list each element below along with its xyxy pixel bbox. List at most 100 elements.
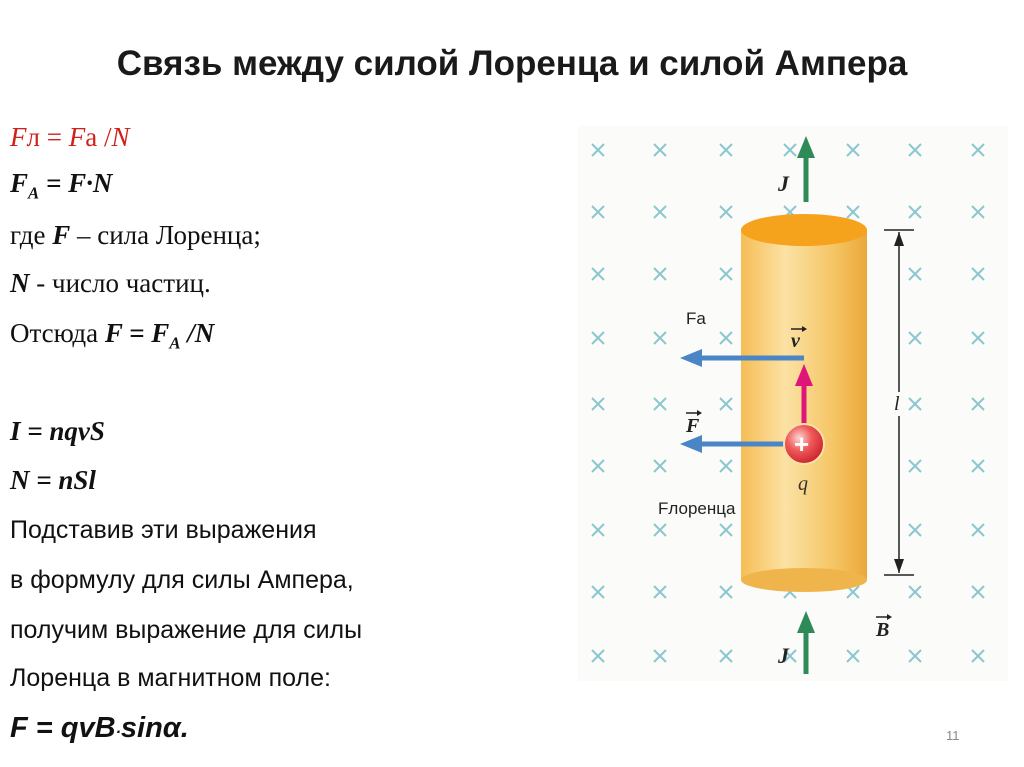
definition-N: N - число частиц. xyxy=(10,268,211,299)
field-cross-icon xyxy=(591,397,605,411)
field-cross-icon xyxy=(719,205,733,219)
formula-ampere-force: FA = F·N xyxy=(10,168,112,203)
current-arrow-bottom xyxy=(797,611,815,674)
final-formula-dot: · xyxy=(115,724,121,741)
label-J-bottom: J xyxy=(777,643,790,668)
field-cross-icon xyxy=(908,585,922,599)
formula-subscript: a xyxy=(85,122,98,152)
field-cross-icon xyxy=(719,267,733,281)
field-cross-icon xyxy=(591,585,605,599)
formula-rest: /N xyxy=(180,318,215,348)
label-Fa: Fa xyxy=(686,309,706,328)
field-cross-icon xyxy=(971,523,985,537)
vector-tip-B xyxy=(887,614,892,620)
label-F: F xyxy=(685,415,700,437)
definition-F: где F – сила Лоренца; xyxy=(10,220,261,251)
lorentz-force-arrow xyxy=(680,435,790,453)
formula-rest: = F·N xyxy=(39,168,113,198)
final-formula-sin: sinα. xyxy=(120,712,189,744)
field-cross-icon xyxy=(719,523,733,537)
formula-symbol: F xyxy=(68,122,86,152)
field-cross-icon xyxy=(591,459,605,473)
field-cross-icon xyxy=(653,205,667,219)
current-arrow-top xyxy=(797,136,815,202)
field-cross-icon xyxy=(908,267,922,281)
formula-symbol: N xyxy=(111,122,130,152)
final-formula-main: F = qvB xyxy=(10,712,116,744)
formula-subscript: A xyxy=(169,333,181,353)
field-cross-icon xyxy=(653,331,667,345)
text-fragment: Отсюда xyxy=(10,318,105,348)
field-cross-icon xyxy=(719,585,733,599)
field-cross-icon xyxy=(846,143,860,157)
velocity-arrow xyxy=(795,364,813,426)
formula-operator: / xyxy=(97,122,112,152)
field-cross-icon xyxy=(653,143,667,157)
positive-charge xyxy=(783,423,825,465)
page-title: Связь между силой Лоренца и силой Ампера xyxy=(116,44,908,83)
field-cross-icon xyxy=(908,459,922,473)
vector-tip-v xyxy=(802,326,807,332)
field-cross-icon xyxy=(908,143,922,157)
field-cross-icon xyxy=(653,585,667,599)
field-cross-icon xyxy=(971,143,985,157)
field-cross-icon xyxy=(591,267,605,281)
text-fragment: где xyxy=(10,220,53,250)
text-fragment: - число частиц. xyxy=(29,268,211,298)
field-cross-icon xyxy=(719,331,733,345)
formula-symbol: F xyxy=(10,168,29,198)
field-cross-icon xyxy=(719,649,733,663)
field-cross-icon xyxy=(908,331,922,345)
formula-subscript: л xyxy=(26,122,40,152)
text-fragment: – сила Лоренца; xyxy=(70,220,261,250)
field-cross-icon xyxy=(971,459,985,473)
final-formula: F = qvB·sinα. xyxy=(10,712,189,745)
cylinder-top xyxy=(741,214,867,246)
field-cross-icon xyxy=(846,205,860,219)
field-cross-icon xyxy=(971,585,985,599)
ampere-force-arrow xyxy=(680,349,804,367)
formula-lorentz-result: Отсюда F = FA /N xyxy=(10,318,214,353)
field-cross-icon xyxy=(719,143,733,157)
text-line-3: получим выражение для силы xyxy=(10,616,363,644)
field-cross-icon xyxy=(653,459,667,473)
label-Florentz: Fлоренца xyxy=(658,499,736,518)
field-cross-icon xyxy=(908,523,922,537)
vector-tip-F xyxy=(697,410,702,416)
field-cross-icon xyxy=(971,267,985,281)
field-cross-icon xyxy=(591,331,605,345)
field-cross-icon xyxy=(653,649,667,663)
field-cross-icon xyxy=(591,205,605,219)
field-cross-icon xyxy=(971,397,985,411)
formula-symbol: N xyxy=(10,268,30,298)
formula-particle-count: N = nSl xyxy=(10,465,96,495)
field-cross-icon xyxy=(783,649,797,663)
label-v: v xyxy=(791,330,801,352)
field-cross-icon xyxy=(719,397,733,411)
text-line-2: в формулу для силы Ампера, xyxy=(10,566,354,594)
label-q: q xyxy=(798,473,808,495)
field-cross-icon xyxy=(653,397,667,411)
field-cross-icon xyxy=(591,523,605,537)
field-cross-icon xyxy=(908,649,922,663)
field-cross-icon xyxy=(908,397,922,411)
formula-symbol: F xyxy=(52,220,71,250)
field-cross-icon xyxy=(719,459,733,473)
text-line-1: Подставив эти выражения xyxy=(10,516,317,544)
field-cross-icon xyxy=(653,523,667,537)
field-cross-icon xyxy=(591,143,605,157)
formula-lorentz-from-ampere: Fл = Fa /N xyxy=(10,122,129,153)
formula-current: I = nqvS xyxy=(10,416,105,446)
label-J-top: J xyxy=(777,171,790,196)
label-l: l xyxy=(894,393,900,415)
text-line-4: Лоренца в магнитном поле: xyxy=(10,664,331,692)
formula-symbol: F = F xyxy=(104,318,170,348)
field-cross-icon xyxy=(653,267,667,281)
field-cross-icon xyxy=(908,205,922,219)
label-B: B xyxy=(875,619,889,641)
field-cross-icon xyxy=(971,205,985,219)
field-cross-icon xyxy=(971,331,985,345)
label-l-bg xyxy=(892,392,906,416)
cylinder-bottom xyxy=(741,568,867,592)
page-number: 11 xyxy=(946,728,960,743)
